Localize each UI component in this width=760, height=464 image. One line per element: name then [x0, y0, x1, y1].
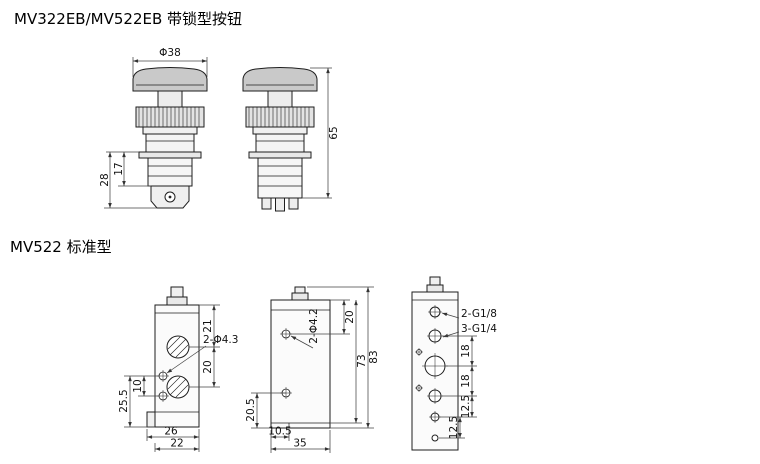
mount-hole-lower: [157, 390, 169, 402]
dim-73: 73: [356, 354, 368, 367]
dim-height-17: 17: [113, 162, 125, 175]
standard-port-dimensions: 2-G1/8 3-G1/4 18 18 12.5 12.5: [439, 308, 497, 439]
dim-21: 21: [202, 319, 214, 332]
port-label-g18: 2-G1/8: [461, 308, 497, 320]
mushroom-cap: [242, 67, 318, 92]
port-hole-center: [422, 353, 448, 379]
dim-83: 83: [368, 350, 380, 363]
dim-26: 26: [164, 426, 178, 438]
locking-valve-left-dimensions: Φ38 17 28: [99, 47, 208, 209]
dim-height-28: 28: [99, 173, 111, 186]
dim-12-5-lower: 12.5: [460, 395, 472, 418]
body-flange: [138, 151, 202, 159]
locking-valve-right-dimensions: 65: [302, 67, 340, 199]
dim-overall-height-65: 65: [328, 126, 340, 139]
standard-port-view: [411, 276, 459, 451]
dim-18-lower: 18: [460, 374, 472, 387]
dim-25-5: 25.5: [118, 389, 130, 412]
front-body: [270, 299, 331, 429]
mushroom-cap: [132, 67, 208, 92]
port-hole-top: [428, 305, 442, 319]
section-title-standard: MV522 标准型: [10, 238, 112, 256]
standard-front-view: [270, 286, 331, 429]
standard-side-dimensions: 2-Φ4.3 21 20 10 25.5 26 22: [118, 304, 238, 452]
port-hole-b: [427, 388, 443, 404]
dim-20-5: 20.5: [245, 398, 257, 421]
side-port-upper: [166, 335, 190, 359]
dim-20: 20: [202, 360, 214, 373]
port-hole-bottom: [431, 434, 439, 442]
dim-35: 35: [293, 438, 306, 450]
knurled-ring: [135, 106, 205, 128]
port-hole-c: [429, 411, 441, 423]
side-button: [170, 286, 184, 298]
side-screw-marks: [415, 348, 423, 392]
mount-hole-label: 2-Φ4.3: [203, 334, 238, 346]
standard-side-view: [146, 286, 200, 428]
front-button: [294, 286, 306, 294]
bottom-ports: [261, 197, 299, 212]
body-flange: [248, 151, 312, 159]
dim-18-upper: 18: [460, 344, 472, 357]
port-label-g14: 3-G1/4: [461, 323, 497, 335]
front-mount-hole-label: 2-Φ4.2: [308, 308, 320, 343]
button-stem: [267, 90, 293, 108]
locking-valve-right-view: [242, 67, 318, 212]
standard-front-dimensions: 2-Φ4.2 20 73 83 20.5 10.5 35: [245, 286, 380, 453]
section-title-locking: MV322EB/MV522EB 带锁型按钮: [14, 10, 243, 28]
knurled-ring: [245, 106, 315, 128]
port-button: [429, 276, 441, 286]
port-hole-a: [427, 328, 443, 344]
dim-20-front: 20: [344, 310, 356, 323]
side-boss: [146, 411, 156, 428]
locking-valve-left-view: [132, 67, 208, 209]
dim-cap-diameter: Φ38: [159, 47, 181, 59]
dim-22: 22: [170, 438, 183, 450]
dim-10: 10: [132, 379, 144, 392]
dim-12-5-bottom: 12.5: [448, 416, 460, 439]
button-stem: [157, 90, 183, 108]
side-port-lower: [166, 375, 190, 399]
dim-10-5: 10.5: [268, 426, 291, 438]
